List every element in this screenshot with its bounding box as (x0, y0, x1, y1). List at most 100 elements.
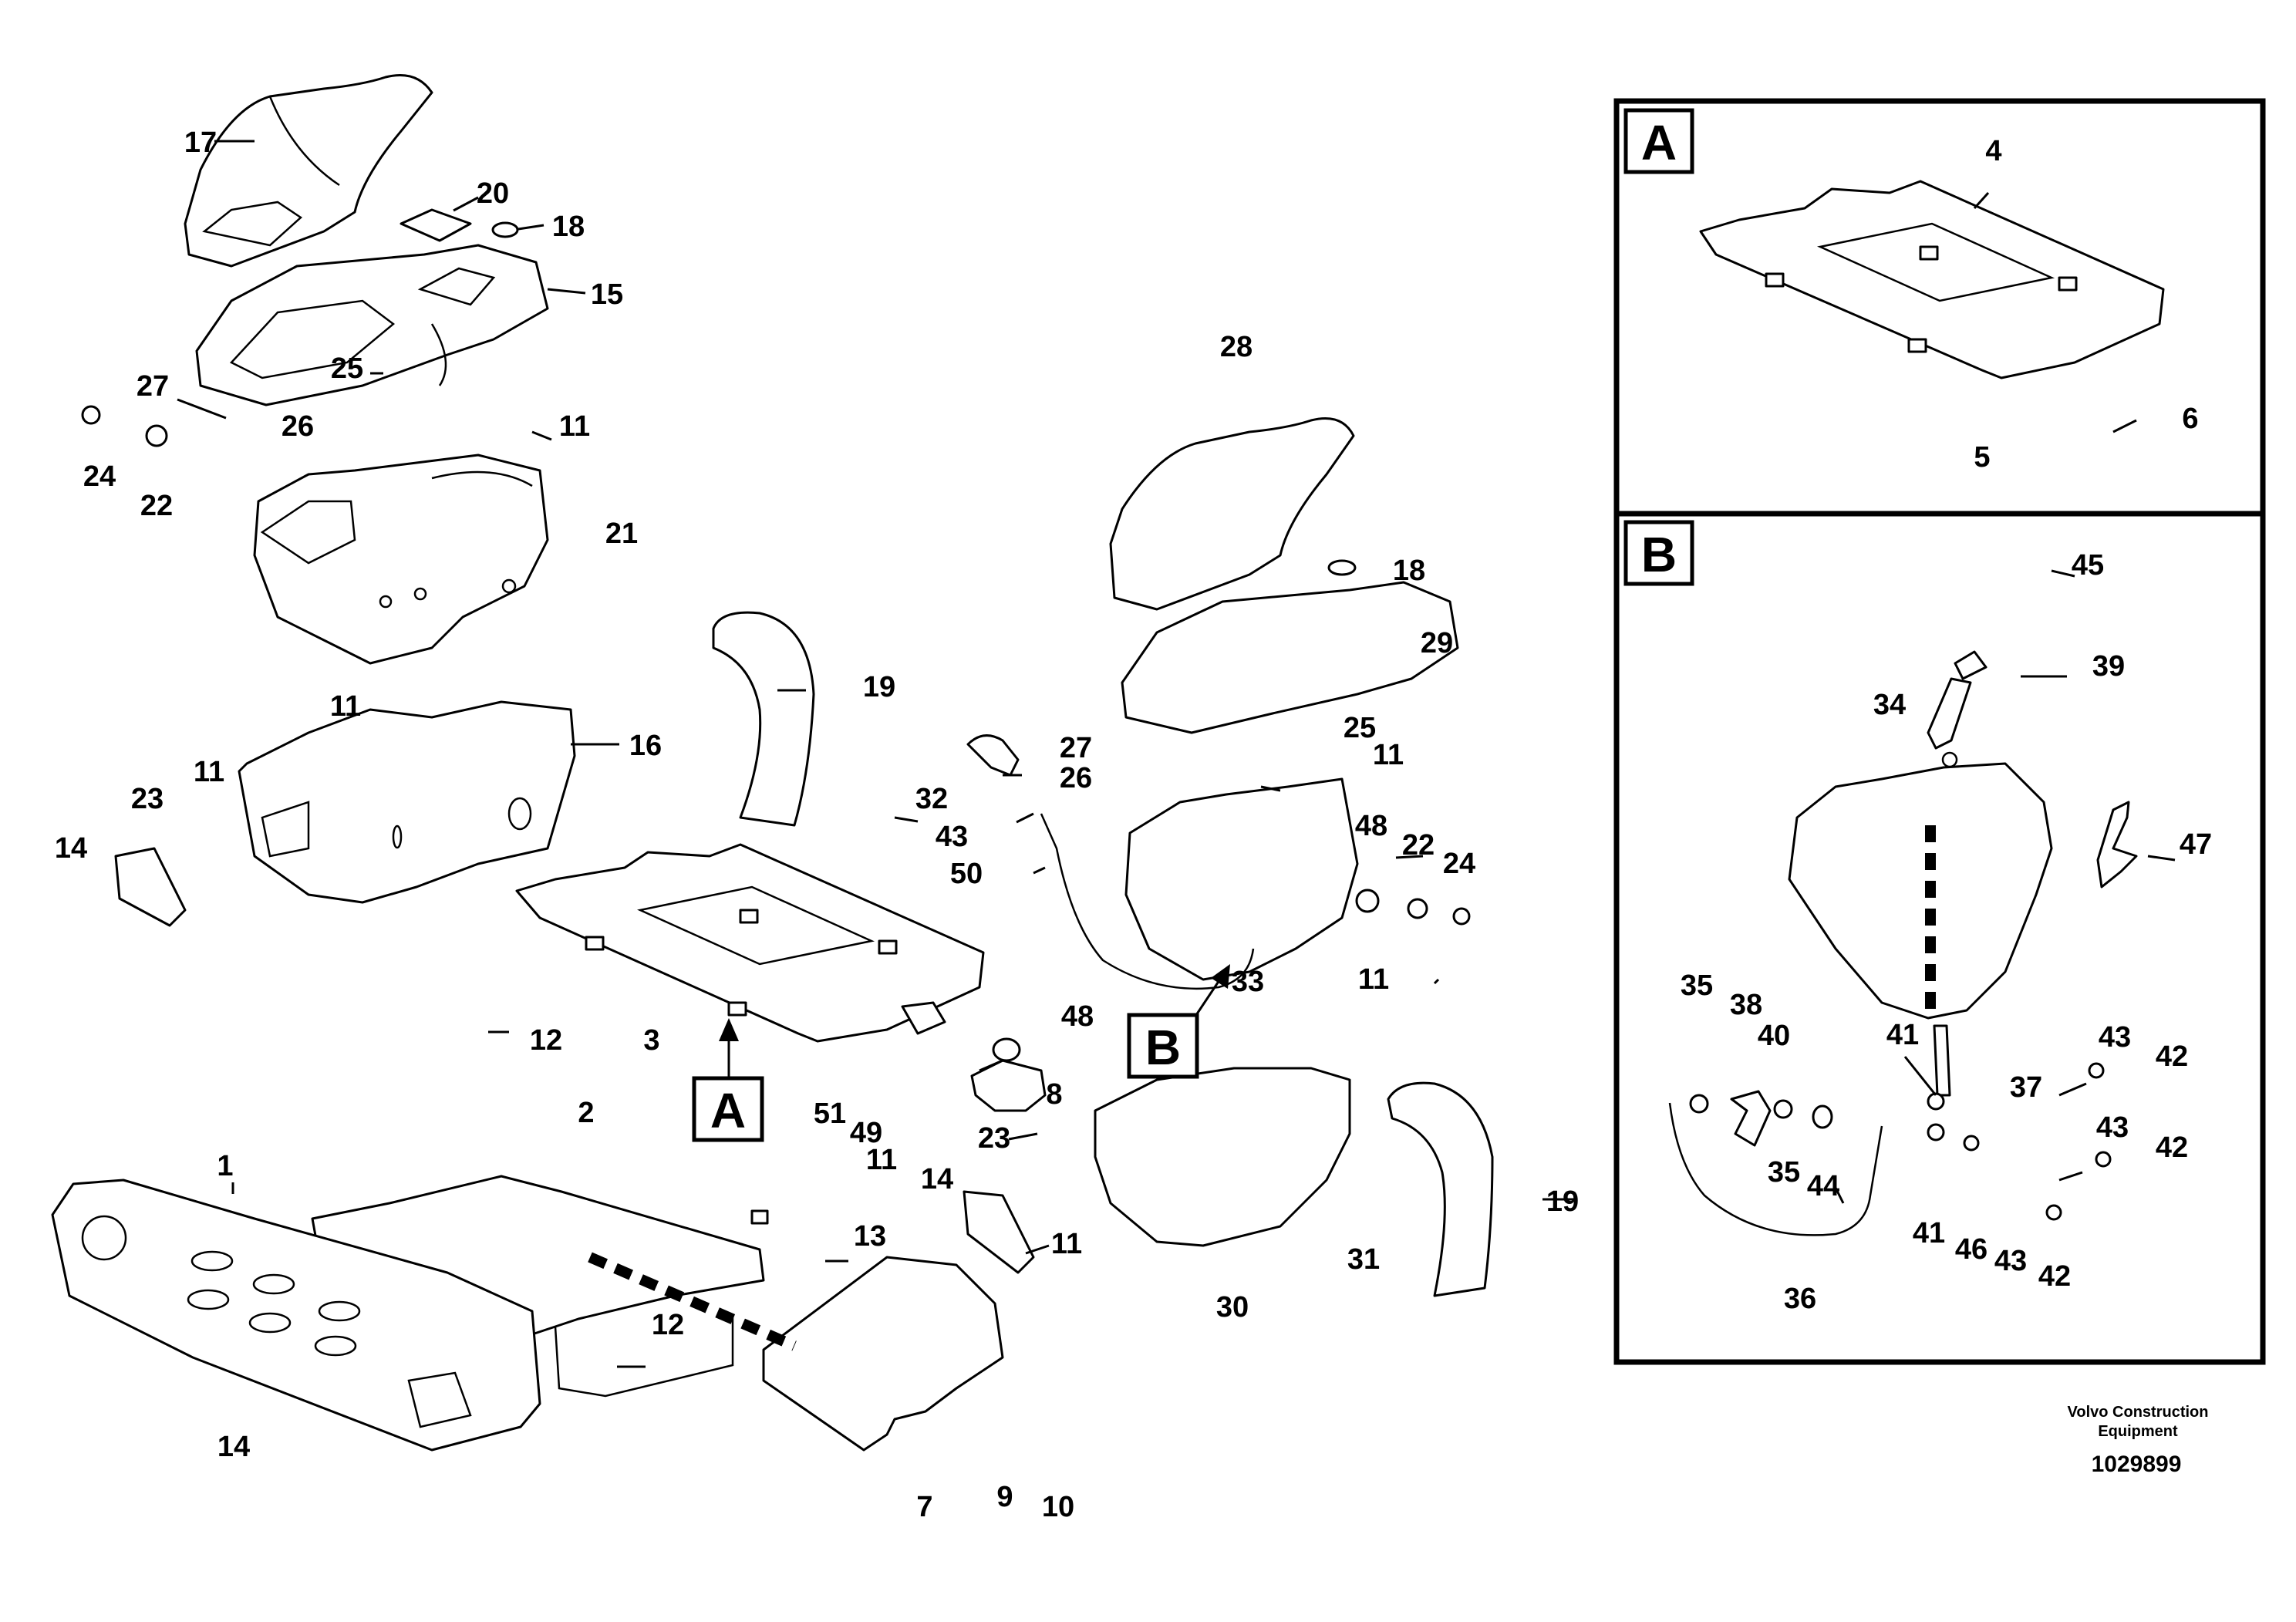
callout-p13: 13 (854, 1220, 886, 1253)
callout-p31: 31 (1347, 1243, 1380, 1276)
callout-b42a: 42 (2156, 1040, 2188, 1073)
part-23-plate-center (963, 1190, 1035, 1274)
publisher-credit-line-1: Volvo Construction (2068, 1404, 2209, 1421)
part-32-knob (966, 734, 1020, 777)
part-18-plug-left (491, 221, 519, 238)
callout-p22b: 22 (1402, 829, 1435, 862)
part-18-plug-right (1327, 559, 1357, 576)
callout-b36: 36 (1784, 1283, 1816, 1315)
callout-b43b: 43 (2096, 1111, 2129, 1144)
callout-p25b: 25 (1344, 712, 1376, 744)
callout-p3: 3 (643, 1024, 659, 1057)
part-1-front-panel (51, 1179, 541, 1452)
part-30-lower-console (1094, 1067, 1351, 1247)
callout-p43a: 43 (936, 821, 968, 853)
callout-p48a: 48 (1355, 810, 1387, 842)
detail-b-bushing-44 (1812, 1104, 1833, 1129)
detail-b-latch-47 (2096, 801, 2138, 889)
callout-b45: 45 (2072, 549, 2104, 582)
detail-b-letter: B (1641, 527, 1677, 582)
callout-p15: 15 (591, 278, 623, 311)
callout-p50: 50 (950, 858, 983, 890)
callout-p27a: 27 (137, 370, 169, 403)
svg-text:A: A (710, 1083, 746, 1138)
callout-a6: 6 (2182, 403, 2198, 435)
callout-p14c: 14 (217, 1431, 250, 1463)
detail-b-nut-42c (2045, 1204, 2062, 1221)
callout-labels: 17 20 18 15 27 25 26 11 24 22 21 11 19 1… (55, 126, 2212, 1523)
callout-p23b: 23 (978, 1122, 1010, 1155)
callout-p20: 20 (477, 177, 509, 210)
callout-b41b: 41 (1913, 1217, 1945, 1249)
part-48-bushing-center (992, 1037, 1021, 1062)
detail-b-gas-spring (1927, 650, 1988, 768)
callout-p28: 28 (1220, 331, 1253, 363)
detail-b-washer-35a (1689, 1094, 1709, 1114)
callout-p1: 1 (217, 1150, 233, 1182)
callout-p11e: 11 (1358, 963, 1389, 996)
callout-p12b: 12 (652, 1309, 684, 1341)
callout-p23a: 23 (131, 783, 164, 815)
callout-p26a: 26 (282, 410, 314, 443)
part-19-duct-left (712, 611, 815, 827)
callout-b38: 38 (1730, 989, 1762, 1021)
callout-p11f: 11 (866, 1144, 897, 1176)
callout-p26b: 26 (1060, 762, 1092, 794)
callout-p10: 10 (1042, 1491, 1074, 1523)
callout-p2: 2 (578, 1097, 594, 1129)
callout-b43a: 43 (2099, 1021, 2131, 1054)
detail-b-nut-42b (2095, 1151, 2112, 1168)
callout-p24a: 24 (83, 460, 116, 493)
detail-a-letter-box (1623, 108, 1694, 174)
svg-text:B: B (1145, 1020, 1181, 1075)
part-24-nut-left (81, 405, 101, 425)
detail-b-washer-41a (1927, 1092, 1945, 1111)
part-23-plate-left (114, 847, 187, 927)
callout-b34: 34 (1873, 689, 1906, 721)
callout-p25a: 25 (331, 352, 363, 385)
detail-b-nut-42a (2088, 1062, 2105, 1079)
callout-p18a: 18 (552, 211, 585, 243)
part-22-washer-left (145, 424, 168, 447)
callout-p18b: 18 (1393, 555, 1425, 587)
callout-p9: 9 (996, 1481, 1013, 1513)
callout-p32: 32 (915, 783, 948, 815)
callout-p8: 8 (1046, 1078, 1062, 1111)
detail-b-washer-41b (1927, 1123, 1945, 1141)
callout-b39: 39 (2092, 650, 2125, 683)
callout-b35a: 35 (1681, 969, 1713, 1002)
detail-b-letter-box (1623, 520, 1694, 586)
part-16-lower-console (238, 700, 576, 904)
section-marker-a: A (692, 1018, 764, 1142)
part-21-control-bracket (253, 454, 549, 665)
callout-p19b: 19 (1546, 1185, 1579, 1218)
part-28-armrest-pad (1109, 417, 1355, 611)
callout-b40: 40 (1758, 1020, 1790, 1052)
part-22-washer-right (1407, 898, 1428, 919)
part-19-duct-right (1387, 1081, 1494, 1297)
callout-p11c: 11 (194, 756, 224, 788)
callout-p33: 33 (1232, 966, 1264, 998)
part-48-bushing-right (1355, 889, 1380, 913)
callout-b42b: 42 (2156, 1131, 2188, 1164)
callout-p14a: 14 (55, 832, 87, 865)
part-17-armrest-pad (184, 74, 433, 268)
callout-a4: 4 (1985, 135, 2001, 167)
callout-b37: 37 (2010, 1071, 2042, 1104)
assembly-dash-line-2-7 (588, 1252, 797, 1351)
part-8-bracket (970, 1059, 1047, 1112)
detail-b-cam-38 (1730, 1090, 1772, 1147)
part-33-control-bracket (1124, 777, 1359, 981)
callout-p16: 16 (629, 730, 662, 762)
callout-p12a: 12 (530, 1024, 562, 1057)
callout-b47: 47 (2180, 828, 2212, 861)
callout-p11b: 11 (330, 690, 361, 723)
publisher-credit-line-2: Equipment (2098, 1423, 2178, 1440)
callout-p22a: 22 (140, 490, 173, 522)
detail-b-washer-35b (1773, 1099, 1793, 1119)
detail-b-bracket (1788, 762, 2053, 1020)
callout-p11a: 11 (559, 410, 590, 443)
callout-b42c: 42 (2038, 1260, 2071, 1293)
callout-b35b: 35 (1768, 1156, 1800, 1189)
